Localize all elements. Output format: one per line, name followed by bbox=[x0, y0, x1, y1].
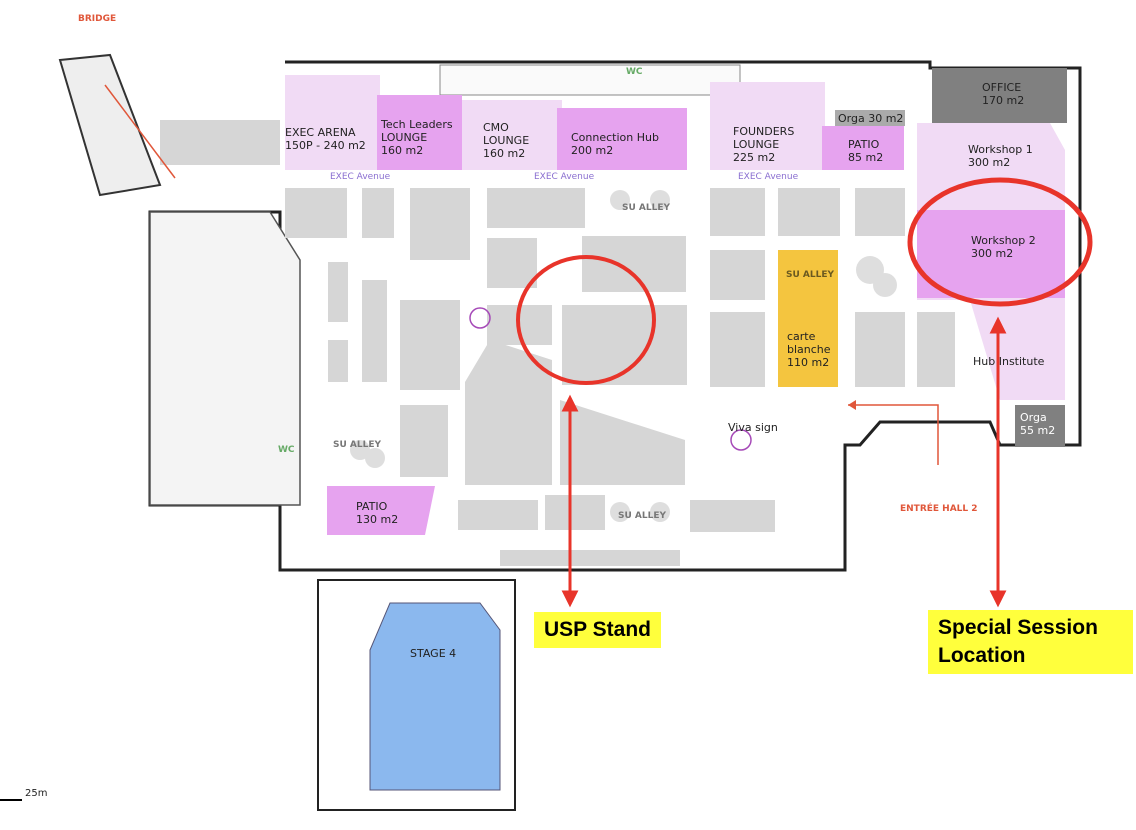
special-session-circle bbox=[907, 177, 1093, 307]
bridge-zone bbox=[160, 120, 280, 165]
workshop2-room bbox=[917, 210, 1065, 298]
stage4-area bbox=[369, 602, 501, 791]
wc-label: WC bbox=[278, 445, 295, 455]
founders-room bbox=[710, 82, 825, 170]
tech-leaders-label: Tech Leaders LOUNGE 160 m2 bbox=[381, 118, 453, 157]
su-alley-label: SU ALLEY bbox=[333, 440, 382, 450]
patio85-label: PATIO 85 m2 bbox=[848, 138, 884, 164]
special-session-callout: Special Session Location bbox=[928, 610, 1133, 674]
bridge-label: BRIDGE bbox=[78, 14, 117, 24]
service-rooms bbox=[439, 64, 741, 96]
viva-sign-label: Viva sign bbox=[728, 421, 778, 434]
usp-stand-callout: USP Stand bbox=[534, 612, 661, 648]
connection-hub-label: Connection Hub 200 m2 bbox=[571, 131, 659, 157]
founders-label: FOUNDERS LOUNGE 225 m2 bbox=[733, 125, 795, 164]
su-alley-label: SU ALLEY bbox=[786, 270, 835, 280]
usp-stand-circle bbox=[516, 255, 656, 385]
viva-sign-marker bbox=[730, 429, 752, 451]
exec-arena-room bbox=[285, 75, 380, 170]
hub-institute-label: Hub Institute bbox=[973, 355, 1045, 368]
patio130-room bbox=[327, 486, 435, 535]
stage4-label: STAGE 4 bbox=[410, 647, 457, 660]
entree-hall-label: ENTRÉE HALL 2 bbox=[900, 504, 978, 514]
round-sign-marker bbox=[469, 307, 491, 329]
su-alley-label: SU ALLEY bbox=[622, 203, 671, 213]
workshop1-label: Workshop 1 300 m2 bbox=[968, 143, 1033, 169]
exec-avenue-label: EXEC Avenue bbox=[534, 172, 595, 182]
workshop2-label: Workshop 2 300 m2 bbox=[971, 234, 1036, 260]
bridge-structure bbox=[58, 53, 162, 197]
scale-label: 25m bbox=[25, 788, 48, 799]
annotation-arrows bbox=[561, 316, 1007, 608]
orga55-label: Orga 55 m2 bbox=[1020, 411, 1056, 437]
su-alley-label: SU ALLEY bbox=[618, 511, 667, 521]
exec-avenue-label: EXEC Avenue bbox=[330, 172, 391, 182]
bridge-arrow bbox=[104, 84, 176, 179]
service-wing bbox=[149, 211, 301, 506]
carte-blanche-label: carte blanche 110 m2 bbox=[787, 330, 831, 369]
stands bbox=[285, 188, 955, 566]
exec-arena-label: EXEC ARENA 150P - 240 m2 bbox=[285, 126, 366, 152]
wc-label: WC bbox=[626, 67, 643, 77]
connection-hub-room bbox=[557, 108, 687, 170]
su-alley-hexes bbox=[350, 190, 897, 522]
orga30-room bbox=[835, 110, 905, 126]
tech-leaders-room bbox=[377, 95, 462, 170]
office-label: OFFICE 170 m2 bbox=[982, 81, 1025, 107]
orga55-room bbox=[1015, 405, 1065, 447]
exec-avenue-label: EXEC Avenue bbox=[738, 172, 799, 182]
patio130-label: PATIO 130 m2 bbox=[356, 500, 399, 526]
patio85-room bbox=[822, 126, 904, 170]
carte-blanche-room bbox=[778, 250, 838, 387]
orga30-label: Orga 30 m2 bbox=[838, 112, 904, 125]
entrance-arrowhead bbox=[848, 400, 856, 410]
entrance-arrow bbox=[848, 404, 939, 465]
office-room bbox=[932, 68, 1067, 123]
cmo-room bbox=[462, 100, 562, 170]
cmo-label: CMO LOUNGE 160 m2 bbox=[483, 121, 530, 160]
